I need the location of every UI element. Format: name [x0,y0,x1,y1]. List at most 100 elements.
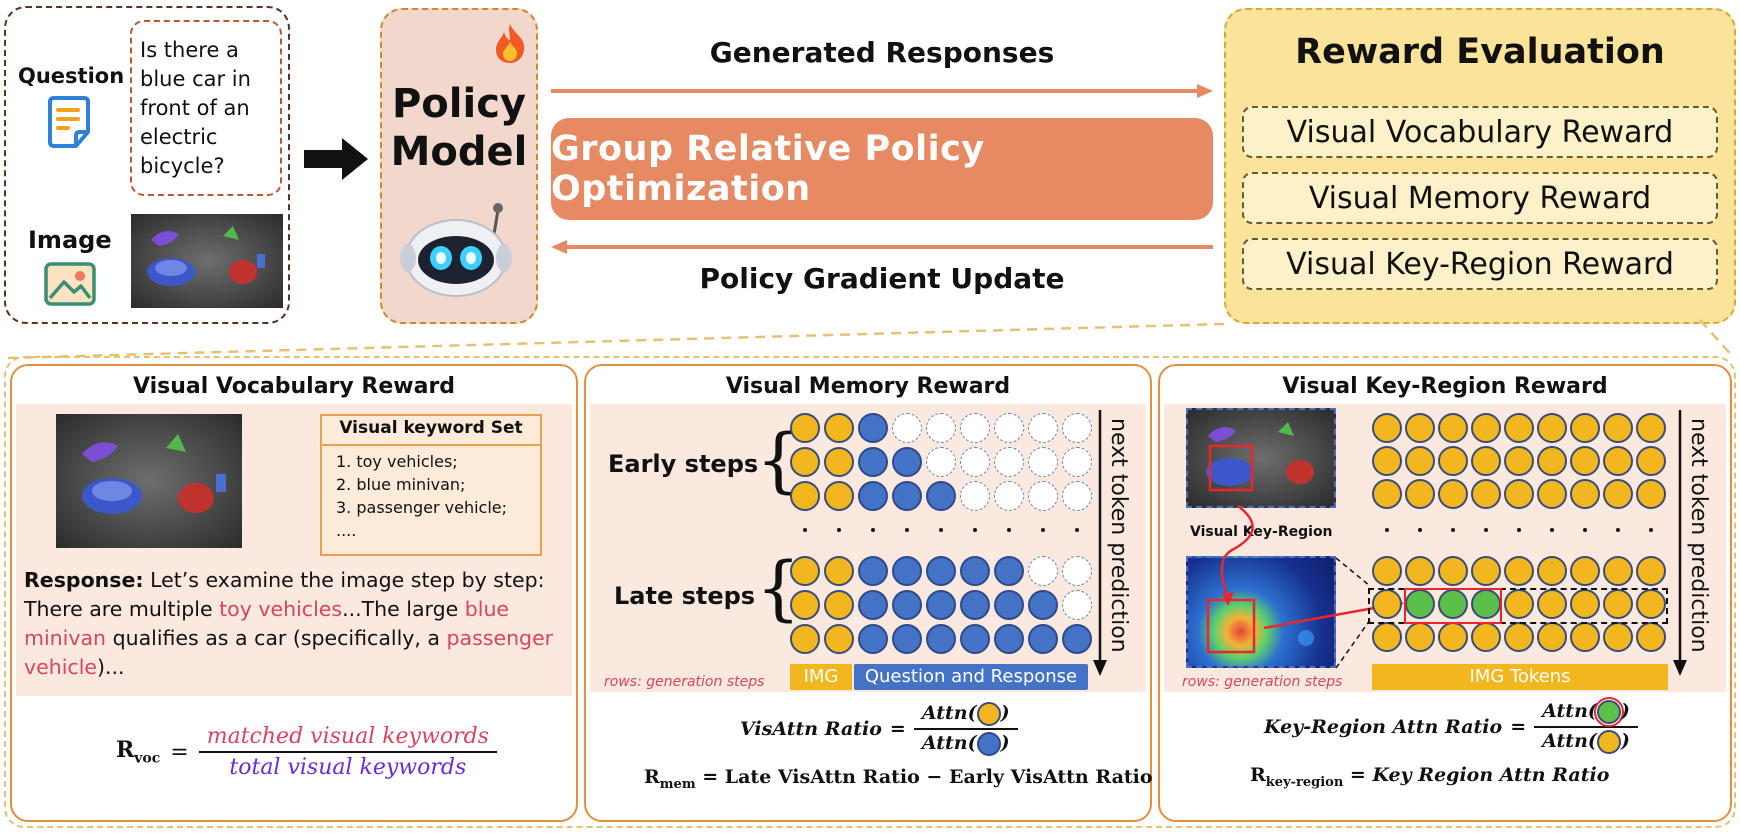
image-label: Image [28,226,112,254]
text-token [892,556,922,586]
image-token [1471,556,1501,586]
ellipsis-dot [939,528,943,532]
text-token [994,556,1024,586]
key-region-label: Visual Key-Region [1190,524,1333,540]
image-token [1636,413,1666,443]
empty-token [1062,590,1092,620]
memory-panel [584,364,1152,822]
formula-fraction: matched visual keywords total visual key… [198,724,497,780]
ellipsis-dot [803,528,807,532]
empty-token [1028,556,1058,586]
ellipsis-dot [1451,528,1455,532]
image-token [1537,589,1567,619]
ellipsis-dot [1484,528,1488,532]
question-text: Is there a blue car in front of an elect… [140,38,251,178]
keyword-highlight: blue minivan [24,597,510,650]
image-token [824,624,854,654]
keyword-list: 1. toy vehicles; 2. blue minivan; 3. pas… [336,450,507,542]
empty-token [960,481,990,511]
image-token [1603,479,1633,509]
keyword-highlight: passenger vehicle [24,626,554,679]
text-token [858,624,888,654]
key-region-ratio-formula: Key-Region Attn Ratio = Attn() Attn() [1264,697,1638,754]
image-token [1537,479,1567,509]
key-region-token [1438,589,1468,619]
keyregion-axis-arrow [1670,410,1690,682]
image-token [1504,556,1534,586]
empty-token [1062,481,1092,511]
ellipsis-dot [1385,528,1389,532]
text-token [926,590,956,620]
ellipsis-dot [871,528,875,532]
image-token [790,413,820,443]
img-segment-label: IMG [790,664,852,690]
image-token [1537,556,1567,586]
empty-token [994,413,1024,443]
image-token [824,413,854,443]
text-token-glyph [976,732,1001,756]
grpo-title: Group Relative Policy Optimization [551,129,985,209]
ellipsis-dot [1583,528,1587,532]
image-token [1405,446,1435,476]
keyword-item: 2. blue minivan; [336,475,466,494]
early-steps-label: Early steps [608,450,759,478]
image-token [1405,479,1435,509]
vocab-formula: Rvoc = matched visual keywords total vis… [116,724,497,780]
question-box [130,20,282,196]
image-token [1570,556,1600,586]
image-token [1405,622,1435,652]
text-token [926,481,956,511]
keyregion-panel [1158,364,1732,822]
img-tokens-label: IMG Tokens [1372,664,1668,690]
input-toy-cars-image [131,214,283,308]
image-token [1603,556,1633,586]
keyregion-title: Visual Key-Region Reward [1282,374,1608,399]
image-token [1504,589,1534,619]
image-token [1603,589,1633,619]
image-token-glyph [1596,730,1621,754]
image-token [1471,622,1501,652]
text-token [892,624,922,654]
text-token [892,481,922,511]
text-token [994,624,1024,654]
late-steps-label: Late steps [614,582,756,610]
text-token [960,590,990,620]
empty-token [1028,447,1058,477]
ellipsis-dot [905,528,909,532]
flame-icon [492,22,528,68]
ellipsis-dot [1007,528,1011,532]
empty-token [892,413,922,443]
empty-token [926,447,956,477]
image-token [1405,556,1435,586]
vocab-title: Visual Vocabulary Reward [132,374,456,399]
ellipsis-dot [1041,528,1045,532]
image-token [824,556,854,586]
ellipsis-dot [1550,528,1554,532]
image-token [1372,446,1402,476]
image-token [790,447,820,477]
image-token [1438,446,1468,476]
image-token [1438,622,1468,652]
image-token [1537,413,1567,443]
image-token [790,556,820,586]
text-token [892,590,922,620]
image-token [1537,446,1567,476]
image-token [1603,446,1633,476]
image-icon [44,262,96,310]
image-token [1372,556,1402,586]
policy-model-title: Policy Model [390,81,528,175]
image-token [1570,589,1600,619]
rmem-formula: Rmem = Late VisAttn Ratio − Early VisAtt… [644,766,1153,792]
image-token [1603,622,1633,652]
memory-title: Visual Memory Reward [725,374,1011,399]
text-token [960,556,990,586]
attention-heatmap-image [1186,556,1336,668]
image-token [1471,413,1501,443]
grpo-banner: Group Relative Policy Optimization [551,118,1213,220]
generated-responses-arrow [551,82,1213,104]
ellipsis-dot [1418,528,1422,532]
ellipsis-dot [1075,528,1079,532]
image-token-glyph [976,702,1001,726]
reward-item-key-region: Visual Key-Region Reward [1242,238,1718,290]
